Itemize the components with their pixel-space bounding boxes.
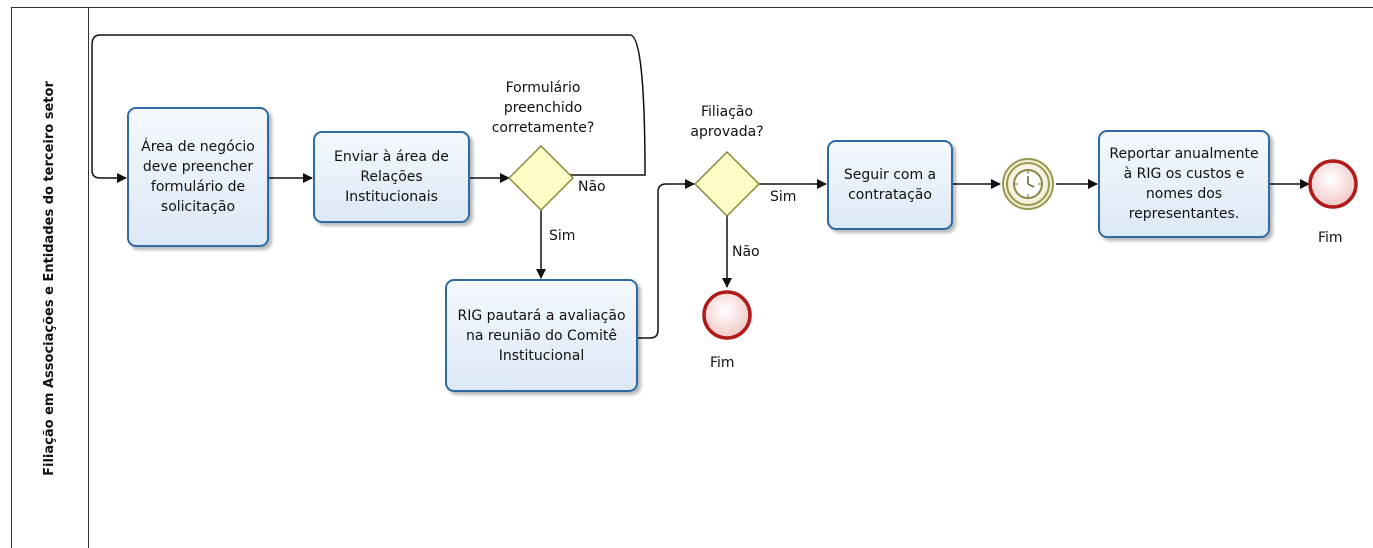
task-rig-pautara[interactable]: RIG pautará a avaliação na reunião do Co… bbox=[445, 279, 638, 392]
gateway-filiacao[interactable] bbox=[693, 150, 761, 218]
end-event-fim-1[interactable] bbox=[702, 290, 752, 340]
flow-rig-to-gateway2 bbox=[638, 179, 695, 339]
gateway-formulario-question: Formulário preenchido corretamente? bbox=[491, 80, 595, 136]
pool-border bbox=[11, 7, 1373, 548]
gateway-filiacao-question: Filiação aprovada? bbox=[690, 104, 764, 140]
task-seguir-contratacao[interactable]: Seguir com a contratação bbox=[827, 140, 953, 230]
task-seguir-contratacao-label: Seguir com a contratação bbox=[843, 167, 937, 203]
task-enviar-relacoes[interactable]: Enviar à área de Relações Institucionais bbox=[313, 131, 470, 223]
end-event-fim-1-label: Fim bbox=[710, 355, 735, 371]
gateway-formulario[interactable] bbox=[507, 144, 575, 212]
task-area-de-negocio-label: Área de negócio deve preencher formulári… bbox=[141, 139, 255, 215]
task-area-de-negocio[interactable]: Área de negócio deve preencher formulári… bbox=[127, 107, 269, 247]
lane-label: Filiação em Associações e Entidades do t… bbox=[12, 8, 86, 548]
gateway-formulario-no-label: Não bbox=[578, 179, 606, 195]
task-enviar-relacoes-label: Enviar à área de Relações Institucionais bbox=[334, 149, 449, 205]
gateway-filiacao-yes-label: Sim bbox=[770, 189, 797, 205]
gateway-filiacao-no-label: Não bbox=[732, 244, 760, 260]
timer-event[interactable] bbox=[1002, 158, 1054, 210]
lane-label-text: Filiação em Associações e Entidades do t… bbox=[41, 80, 57, 476]
clock-icon bbox=[1013, 169, 1043, 199]
task-rig-pautara-label: RIG pautará a avaliação na reunião do Co… bbox=[457, 307, 626, 364]
end-event-fim-2[interactable] bbox=[1308, 159, 1358, 209]
gateway-formulario-yes-label: Sim bbox=[549, 228, 576, 244]
flow-loop-back bbox=[91, 34, 646, 183]
task-reportar-anualmente[interactable]: Reportar anualmente à RIG os custos e no… bbox=[1098, 130, 1270, 238]
task-reportar-anualmente-label: Reportar anualmente à RIG os custos e no… bbox=[1109, 146, 1259, 222]
end-event-fim-2-label: Fim bbox=[1318, 230, 1343, 246]
